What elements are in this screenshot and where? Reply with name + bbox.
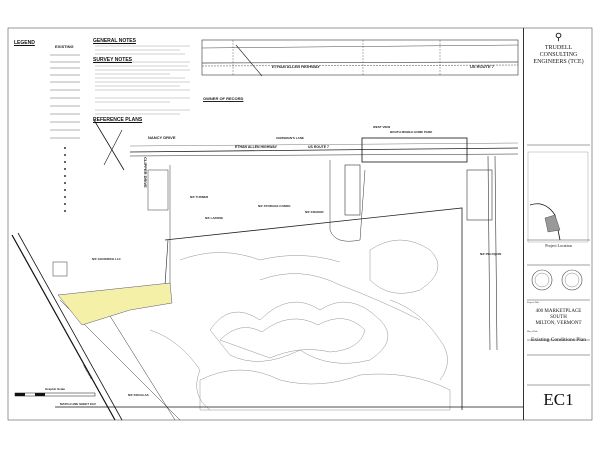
project-city: MILTON, VERMONT [535,321,582,326]
west-view-label: WEST VIEW [373,125,391,129]
sheet-title-label: Sheet Title [527,330,538,333]
project-name: 400 MARKETPLACE SOUTH [535,309,582,320]
route-label: US ROUTE 7 [308,145,330,149]
highlighted-parcel [57,282,173,326]
north-arrow-icon [93,119,125,171]
reference-plans-title: REFERENCE PLANS [93,117,143,123]
firm-name: TRUDELL CONSULTING ENGINEERS (TCE) [533,45,584,65]
chrisman-lane-label: CHRISMAN'S LANE [276,136,304,140]
parcel-label: N/F KRAKER [305,210,324,214]
parcel-label: N/F GOODRICH LLC [92,257,121,261]
project-location-label: Project Location [545,243,572,248]
sheet-title: Existing Conditions Plan [530,337,586,343]
legend-title: LEGEND [14,40,35,46]
route-label-upper: US ROUTE 7 [470,64,495,69]
title-block: ⚲ TRUDELL CONSULTING ENGINEERS (TCE) Pro… [523,28,593,420]
highway-label: ETHAN ALLEN HIGHWAY [235,145,277,149]
survey-notes-title: SURVEY NOTES [93,57,132,63]
clipper-drive-label: CLIPPER DRIVE [142,157,148,188]
parcel-label: N/F PELOQUIN [480,252,502,256]
parcel-label: N/F DOUGLAS [128,393,149,397]
legend-column: EXISTING [55,44,74,49]
mobile-home-park-label: BOOTH MOBILE HOME PARK [390,130,433,134]
graphic-scale-label: Graphic Scale [45,387,66,391]
surveyor-seal [561,269,583,291]
parcel-label: N/F LAROSE [205,216,224,220]
highway-label-upper: ETHAN ALLEN HIGHWAY [272,64,320,69]
general-notes-title: GENERAL NOTES [93,38,136,44]
sheet-border [7,27,593,421]
firm-logo-icon: ⚲ [554,32,563,43]
highway-inset [201,39,519,76]
sheet-number: EC1 [543,390,574,409]
highway-line [129,147,519,153]
match-line-label: MATCH LINE SHEET EC2 [60,402,96,406]
parcel-label: N/F TURNER [190,195,209,199]
scale-bar [14,392,96,397]
owner-of-record: OWNER OF RECORD [203,96,244,101]
project-title-label: Project Title [527,301,540,304]
nancy-drive-label: NANCY DRIVE [148,135,176,140]
inset-box [361,137,468,163]
contour-lines [149,239,451,411]
parcel-label: N/F STORAGE CONDO [258,204,291,208]
engineer-seal [531,269,553,291]
